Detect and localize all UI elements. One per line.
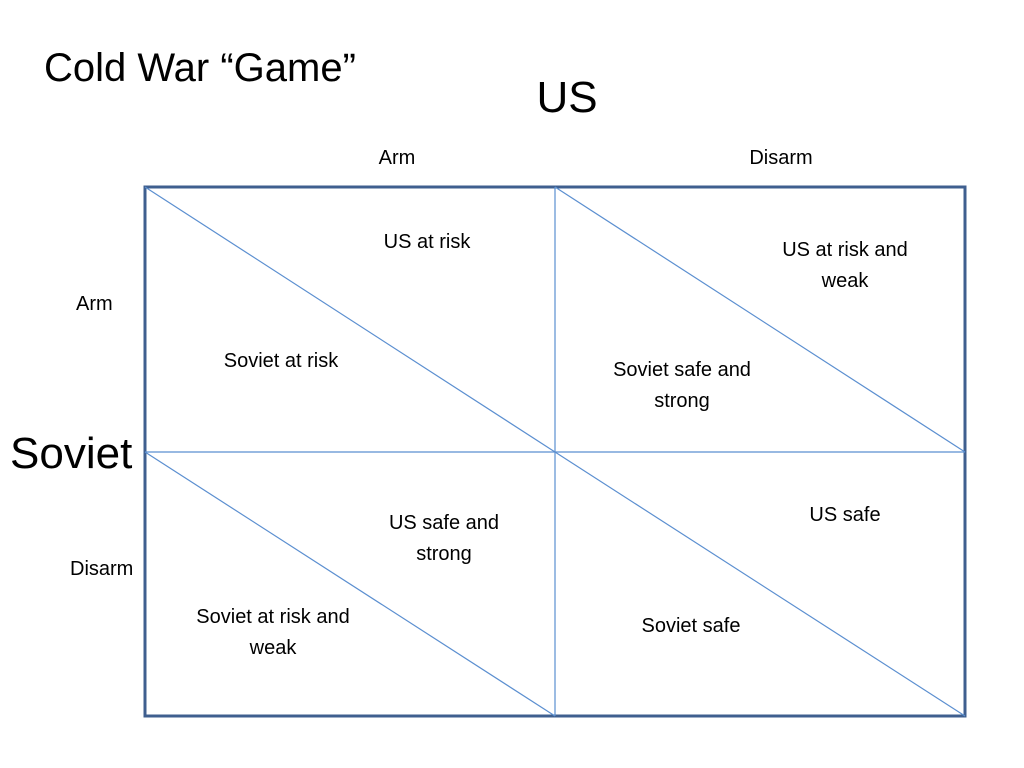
column-player-label: US: [536, 73, 598, 122]
slide-title: Cold War “Game”: [44, 46, 356, 90]
column-strategy-arm: Arm: [378, 147, 416, 169]
column-strategy-disarm: Disarm: [749, 147, 813, 169]
cell-diagonal-disarm-arm: [144, 451, 556, 717]
outcome-us-arm-arm: US at risk: [383, 231, 471, 253]
outcome-us-arm-disarm: US at risk and weak: [782, 239, 908, 292]
row-player-label: Soviet: [10, 429, 133, 478]
outcome-soviet-disarm-disarm: Soviet safe: [641, 615, 741, 637]
cell-diagonal-disarm-disarm: [554, 451, 966, 717]
cell-diagonal-arm-arm: [144, 186, 556, 453]
outcome-us-disarm-arm: US safe and strong: [388, 512, 500, 565]
cell-diagonal-arm-disarm: [554, 186, 966, 453]
outcome-soviet-arm-disarm: Soviet safe and strong: [613, 359, 751, 412]
outcome-us-disarm-disarm: US safe: [809, 504, 881, 526]
outcome-soviet-arm-arm: Soviet at risk: [223, 350, 339, 372]
outcome-soviet-disarm-arm: Soviet at risk and weak: [196, 606, 350, 659]
row-strategy-arm: Arm: [76, 293, 113, 315]
row-strategy-disarm: Disarm: [70, 558, 134, 580]
